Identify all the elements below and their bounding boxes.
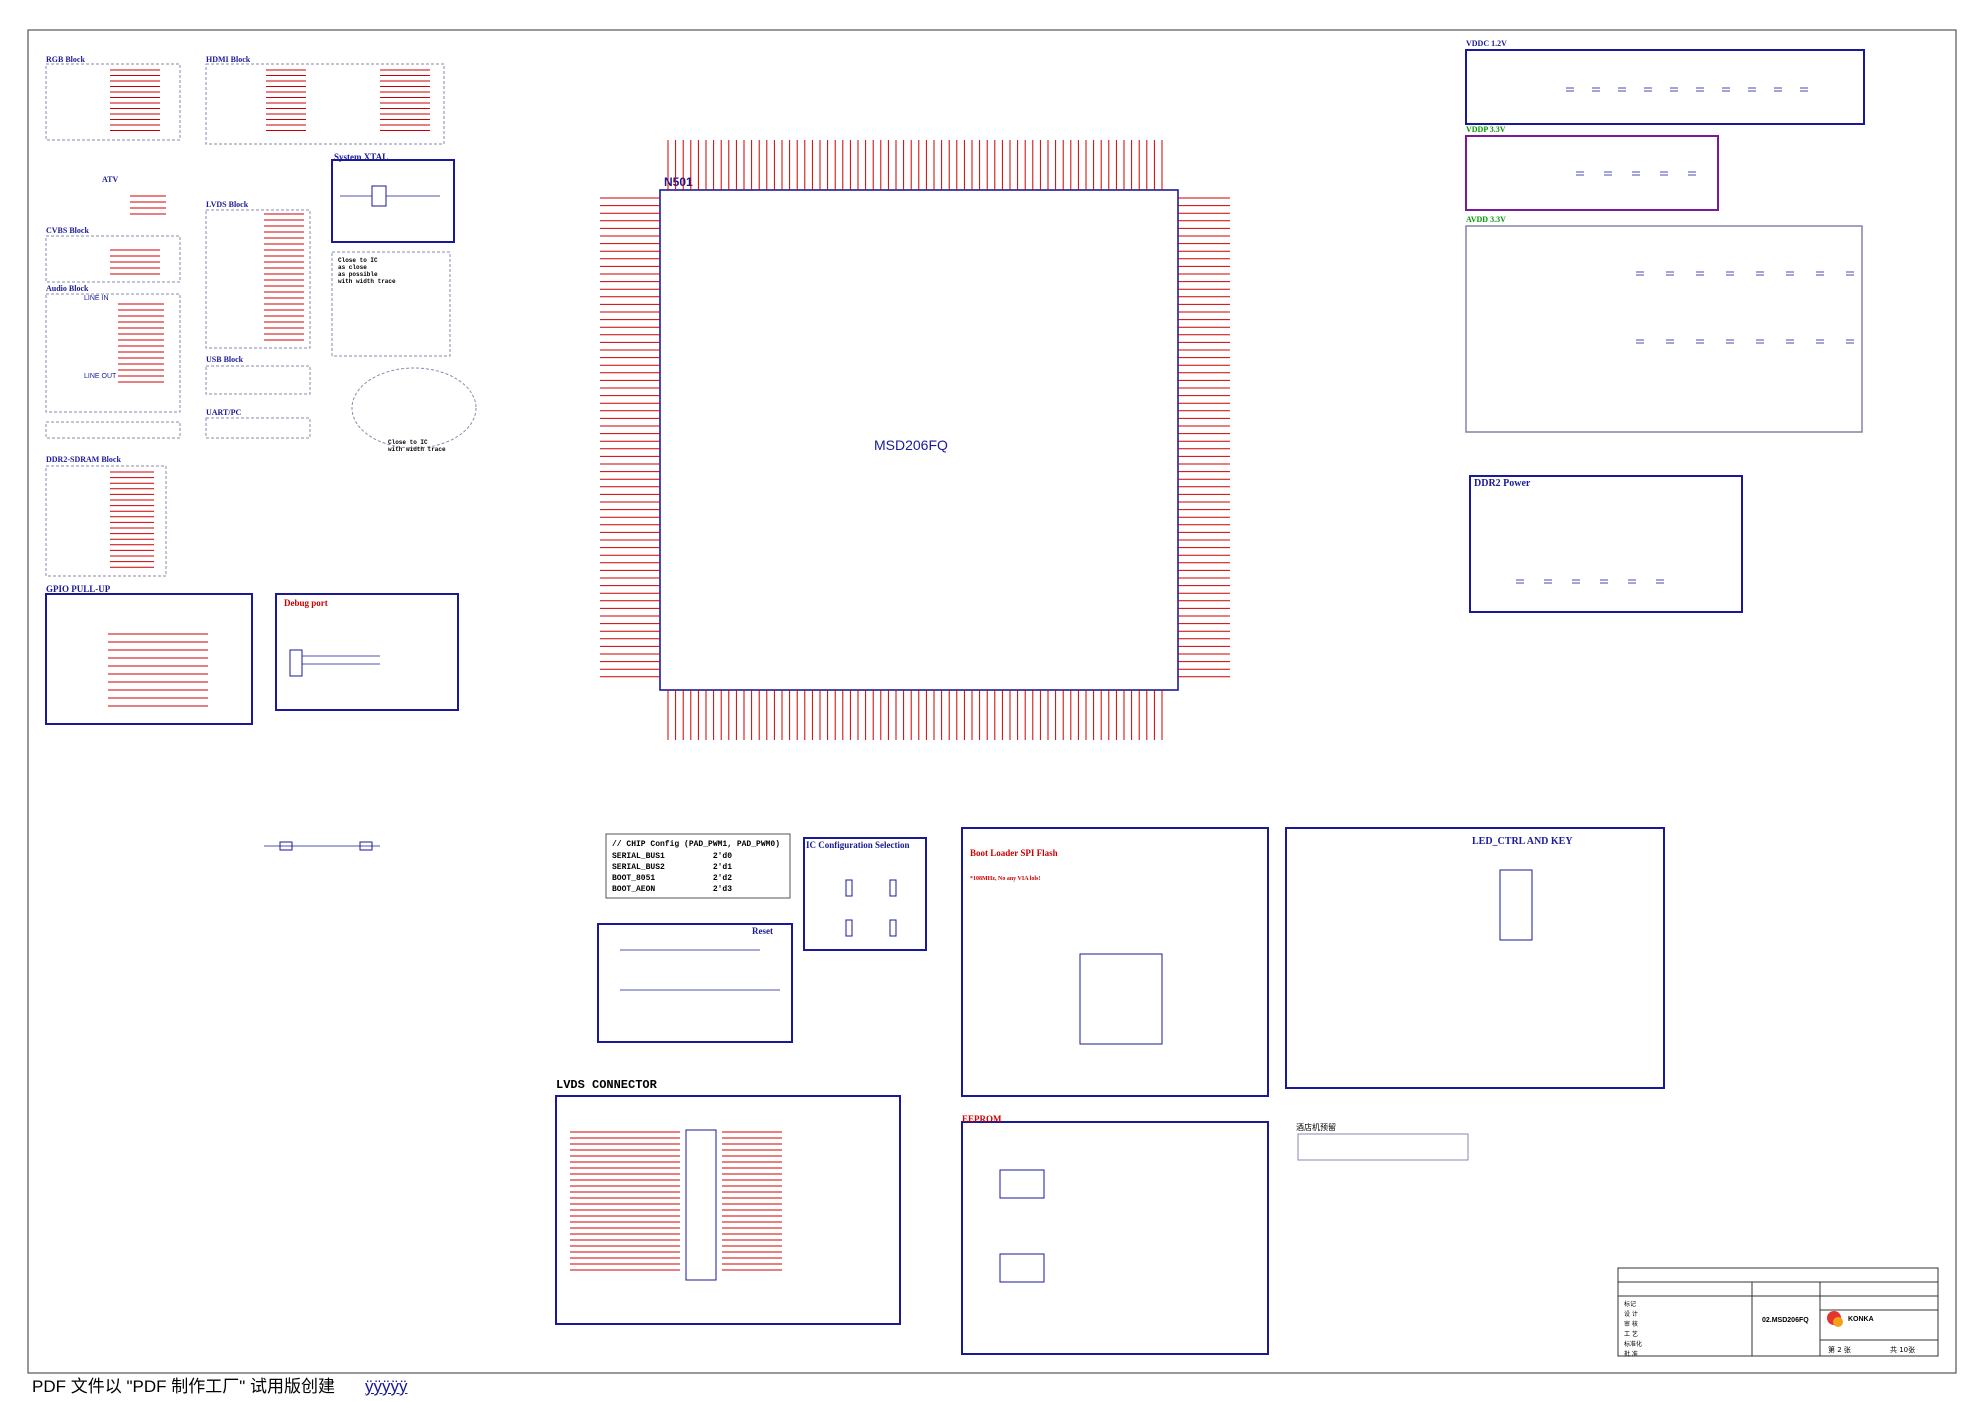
title-block-row: 设 计 [1624,1310,1638,1318]
config-line-1: SERIAL_BUS1 2'd0 [612,852,732,861]
footer: PDF 文件以 "PDF 制作工厂" 试用版创建 ÿÿÿÿÿ [32,1372,407,1397]
cvbs-title: CVBS Block [46,226,89,235]
ddr2-power-title: DDR2 Power [1474,478,1531,489]
line-in-label: LINE IN [84,295,109,302]
spi-flash-title: Boot Loader SPI Flash [970,848,1058,858]
config-line-0: // CHIP Config (PAD_PWM1, PAD_PWM0) [612,840,780,849]
gpio-block: GPIO PULL-UP [45,584,253,725]
led-key-block: LED_CTRL AND KEY [1285,827,1665,1089]
debug-title: Debug port [284,598,328,608]
lvds-connector-block: LVDS CONNECTOR [555,1078,901,1325]
led-key-title: LED_CTRL AND KEY [1472,836,1573,847]
close-ic-note2-1: Close to IC [388,439,428,446]
sheet-border [27,29,1957,1374]
ddr2-title: DDR2-SDRAM Block [46,455,121,464]
title-block-row: 批 准 [1624,1350,1638,1358]
config-line-2: SERIAL_BUS2 2'd1 [612,863,732,872]
usb-title: USB Block [206,355,244,364]
hotel-block: 酒店机预留 [1296,1122,1469,1161]
title-block-row: 标记 [1624,1300,1636,1308]
xtal-title: System XTAL [334,152,388,162]
close-ic-ellipse [351,367,477,449]
uart-block: UART/PC [205,408,311,439]
ic-config-block: IC Configuration Selection [803,837,927,951]
uart-title: UART/PC [206,408,241,417]
close-ic-note-1: Close to IC [338,257,378,264]
avdd-block: AVDD 3.3V [1465,215,1863,433]
vddp-title: VDDP 3.3V [1466,125,1506,134]
close-ic-note-2: as close [338,264,367,271]
xtal-block: System XTAL [331,152,455,243]
close-ic-note2-2: with width trace [388,446,446,453]
config-block: // CHIP Config (PAD_PWM1, PAD_PWM0) SERI… [605,833,791,899]
ddr2-block: DDR2-SDRAM Block [45,455,167,577]
hdmi-block: HDMI Block [205,55,445,145]
hdmi-block-title: HDMI Block [206,55,251,64]
chip-ref: N501 [664,175,693,189]
company-name: KONKA [1848,1316,1874,1323]
spdif-box [45,421,181,439]
filter-snippet [264,841,380,851]
audio-title: Audio Block [46,284,89,293]
ddr2-power-block: DDR2 Power [1469,475,1743,613]
gpio-title: GPIO PULL-UP [46,584,111,594]
title-block-row: 标准化 [1624,1340,1642,1348]
vddc-title: VDDC 1.2V [1466,39,1507,48]
footer-link[interactable]: ÿÿÿÿÿ [364,1377,408,1396]
chip-part: MSD206FQ [874,437,948,453]
avdd-title: AVDD 3.3V [1466,215,1506,224]
rgb-block: RGB Block [45,55,181,141]
debug-block: Debug port [275,593,459,711]
lvds-block: LVDS Block [205,200,311,349]
close-ic-note-4: with width trace [338,278,396,285]
eeprom-title: EEPROM [962,1114,1002,1124]
line-out-label: LINE OUT [84,373,117,380]
sheet-total: 共 10张 [1890,1345,1915,1354]
cvbs-block: CVBS Block [45,226,181,283]
spi-flash-block: Boot Loader SPI Flash *108MHz, No any VI… [961,827,1269,1097]
vddp-block: VDDP 3.3V [1465,125,1719,211]
title-block-row: 审 核 [1624,1320,1638,1328]
eeprom-block: EEPROM [961,1114,1269,1355]
hotel-note: 酒店机预留 [1296,1122,1336,1132]
ic-config-title: IC Configuration Selection [806,840,910,850]
config-line-4: BOOT_AEON 2'd3 [612,885,732,894]
audio-block: Audio Block LINE IN LINE OUT [45,284,181,413]
close-to-ic-note: Close to IC as close as possible with wi… [331,251,451,357]
reset-title: Reset [752,926,773,936]
close-ic-note-3: as possible [338,271,378,278]
vddc-block: VDDC 1.2V [1465,39,1865,125]
footer-text: PDF 文件以 "PDF 制作工厂" 试用版创建 [32,1377,335,1396]
usb-block: USB Block [205,355,311,395]
reset-block: Reset [597,923,793,1043]
sheet-number: 第 2 张 [1828,1345,1851,1354]
config-line-3: BOOT_8051 2'd2 [612,874,732,883]
atv-block: ATV [102,175,166,215]
lvds-title: LVDS Block [206,200,249,209]
lvds-connector-title: LVDS CONNECTOR [556,1078,658,1092]
atv-title: ATV [102,175,119,184]
drawing-number: 02.MSD206FQ [1762,1317,1809,1324]
rgb-block-title: RGB Block [46,55,85,64]
title-block-row: 工 艺 [1624,1330,1638,1338]
spi-flash-note: *108MHz, No any VIA lols! [970,876,1040,882]
chip-n501: N501 MSD206FQ [600,140,1230,740]
